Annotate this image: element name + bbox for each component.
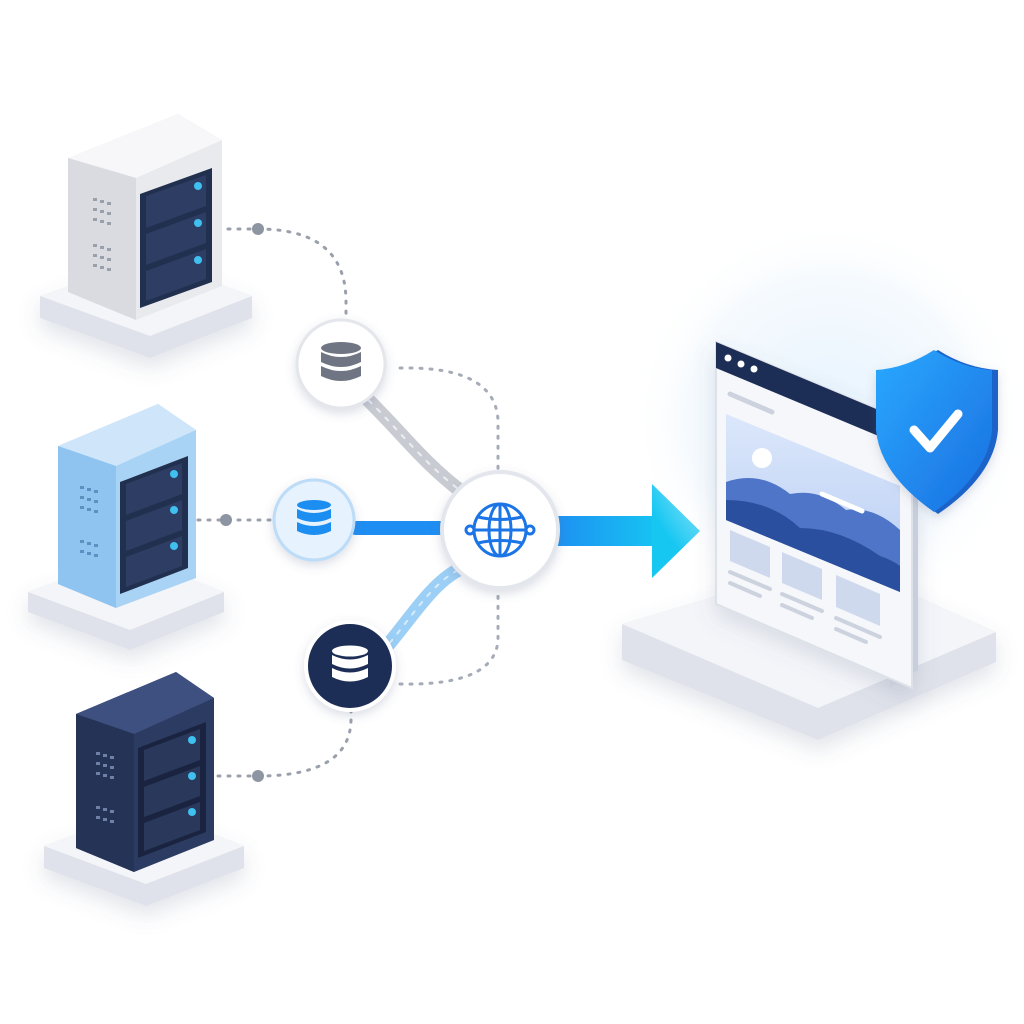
server-blue-led-3 (170, 542, 178, 550)
server-blue-rack (120, 456, 188, 594)
flow-lightblue (375, 563, 465, 659)
server-blue-led-1 (170, 470, 178, 478)
server-dark-led-3 (188, 808, 196, 816)
link-dot-server-blue (220, 514, 232, 526)
server-light-led-2 (194, 219, 202, 227)
link-dot-server-light (252, 223, 264, 235)
card-1 (728, 530, 772, 598)
hub-node (440, 470, 560, 590)
connectors (196, 223, 700, 782)
server-blue-led-2 (170, 506, 178, 514)
server-dark-vents (96, 752, 114, 823)
server-light-led-3 (194, 256, 202, 264)
server-light (40, 114, 252, 358)
db-node-dark (304, 620, 396, 712)
window-dot-3 (750, 365, 758, 373)
server-dark (44, 672, 244, 906)
server-dark-rack (138, 722, 206, 858)
globe-icon (464, 502, 536, 558)
dotted-arc-top (398, 366, 500, 472)
output-group (622, 220, 1024, 740)
server-blue-vents (80, 486, 98, 557)
database-icon (321, 342, 361, 381)
hero-caption-line (819, 491, 865, 514)
dotted-link-server-dark (216, 698, 353, 778)
window-dot-1 (724, 354, 732, 362)
database-icon (332, 645, 368, 682)
database-icon (297, 500, 331, 535)
header-line-1 (727, 391, 775, 415)
server-dark-led-2 (188, 772, 196, 780)
flow-gray (353, 385, 469, 499)
hero-image (726, 414, 900, 592)
server-light-led-1 (194, 182, 202, 190)
server-dark-led-1 (188, 736, 196, 744)
browser-titlebar (716, 342, 912, 450)
dotted-link-server-light (226, 227, 348, 320)
browser-window (715, 340, 918, 690)
sun-icon (752, 448, 772, 468)
dotted-arc-bottom (398, 588, 500, 686)
link-dot-server-dark (252, 770, 264, 782)
db-node-gray (295, 318, 387, 410)
server-light-rack (140, 168, 212, 308)
shield-check-icon (876, 350, 998, 514)
card-2 (780, 552, 824, 620)
server-light-vents (93, 198, 111, 271)
window-dot-2 (737, 360, 745, 368)
card-3 (834, 575, 882, 644)
db-node-blue (272, 478, 356, 562)
server-blue (28, 404, 224, 650)
